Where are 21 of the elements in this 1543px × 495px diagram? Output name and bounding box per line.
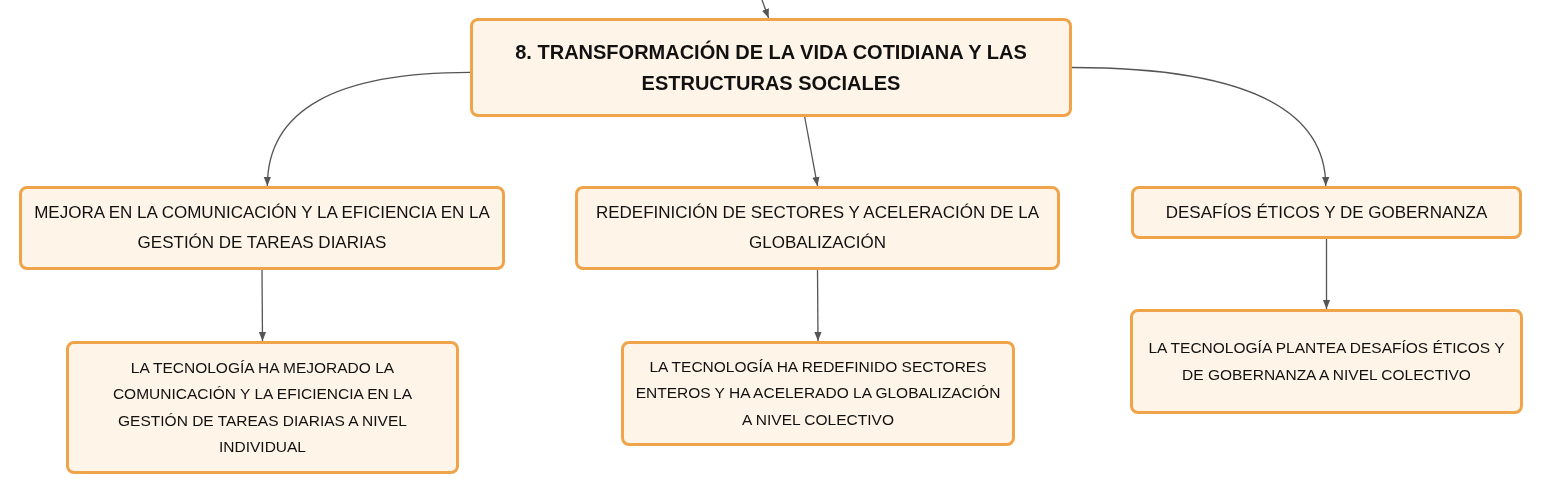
- arrow: [761, 0, 770, 19]
- topic-box: [1130, 309, 1523, 414]
- topic-text: LA TECNOLOGÍA HA MEJORADO LA COMUNICACIÓN Y LA EFICIENCIA EN LA GESTIÓN DE TAREAS DIARIAS A NIVEL INDIVIDUAL: [111, 357, 414, 457]
- arrow: [804, 116, 820, 187]
- topic-box: [470, 18, 1072, 117]
- topic-text: 8. TRANSFORMACIÓN DE LA VIDA COTIDIANA Y LAS ESTRUCTURAS SOCIALES: [514, 39, 1028, 96]
- topic-box: [621, 341, 1015, 446]
- topic-text: LA TECNOLOGÍA HA REDEFINIDO SECTORES ENTEROS Y HA ACELERADO LA GLOBALIZACIÓN A NIVEL COLECTIVO: [634, 357, 1002, 430]
- arrow: [1071, 66, 1329, 187]
- topic-text: LA TECNOLOGÍA PLANTEA DESAFÍOS ÉTICOS Y DE GOBERNANZA A NIVEL COLECTIVO: [1147, 338, 1506, 385]
- topic-box: [1131, 186, 1522, 239]
- topic-box: [575, 186, 1060, 270]
- topic-box: [66, 341, 459, 474]
- arrow: [264, 71, 471, 187]
- topic-text: MEJORA EN LA COMUNICACIÓN Y LA EFICIENCIA EN LA GESTIÓN DE TAREAS DIARIAS: [33, 202, 491, 254]
- topic-box: [19, 186, 505, 270]
- topic-text: DESAFÍOS ÉTICOS Y DE GOBERNANZA: [1165, 201, 1488, 224]
- topic-text: REDEFINICIÓN DE SECTORES Y ACELERACIÓN DE LA GLOBALIZACIÓN: [594, 202, 1041, 254]
- arrow: [1322, 238, 1331, 310]
- arrow: [258, 269, 267, 342]
- arrow: [814, 269, 822, 342]
